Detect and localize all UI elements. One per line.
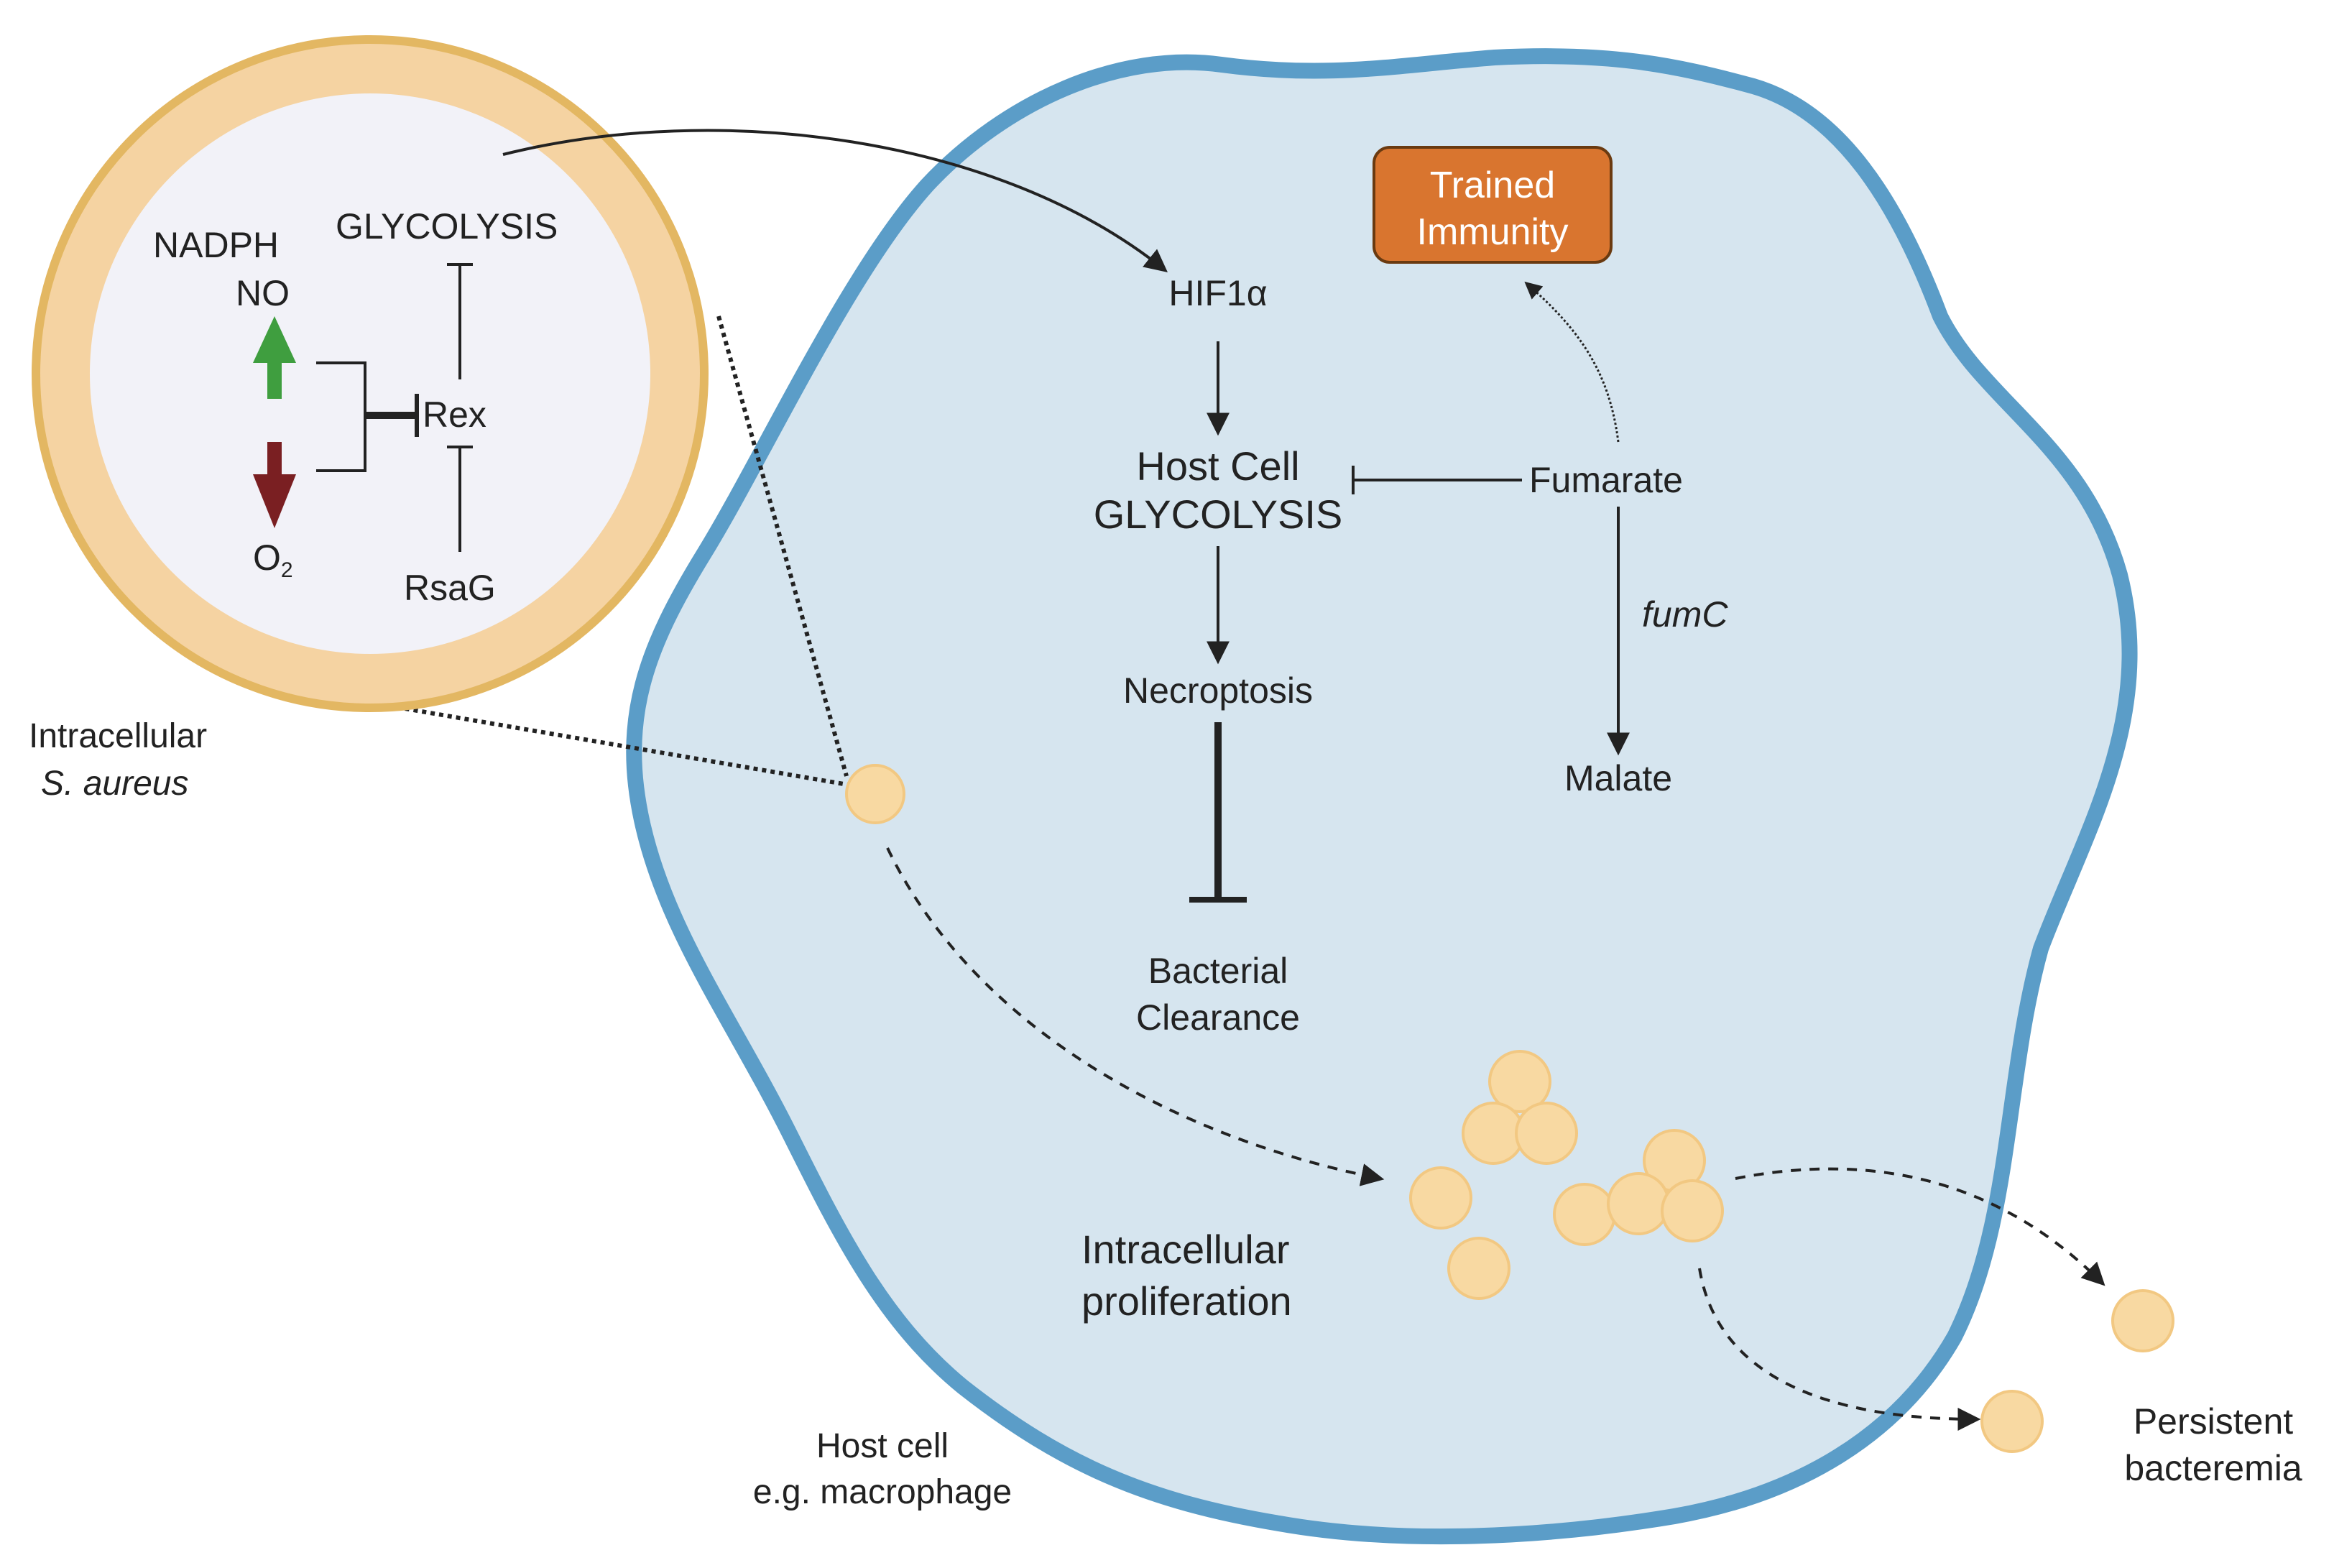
bacterium bbox=[1462, 1102, 1525, 1165]
zoom-connector-line bbox=[387, 704, 849, 787]
glycolysis-label: GLYCOLYSIS bbox=[336, 206, 558, 246]
fumc-label: fumC bbox=[1642, 594, 1728, 635]
bacterium-single bbox=[845, 764, 905, 824]
arrow-to-persistent-2 bbox=[1698, 1268, 1981, 1431]
zoom-connector-line bbox=[716, 315, 849, 777]
rex-label: Rex bbox=[423, 395, 486, 435]
arrow-to-persistent-1 bbox=[1735, 1167, 2105, 1286]
bacterium bbox=[1515, 1102, 1578, 1165]
clearance-line2: Clearance bbox=[1136, 997, 1300, 1038]
down-arrow-icon bbox=[253, 442, 296, 528]
host-cell-label-line1: Host cell bbox=[816, 1427, 949, 1465]
s-aureus-label: S. aureus bbox=[41, 765, 188, 803]
bacterium bbox=[1607, 1172, 1670, 1235]
necroptosis-label: Necroptosis bbox=[1123, 670, 1313, 711]
rsag-label: RsaG bbox=[404, 568, 496, 608]
bacterium bbox=[1409, 1166, 1472, 1230]
nadph-label: NADPH bbox=[153, 225, 279, 265]
proliferation-line1: Intracellular bbox=[1081, 1227, 1289, 1272]
arrow-to-proliferation bbox=[886, 847, 1385, 1186]
bacteria-cluster bbox=[1409, 1050, 1724, 1300]
clearance-line1: Bacterial bbox=[1148, 951, 1288, 991]
host-cell-label-line2: e.g. macrophage bbox=[753, 1473, 1012, 1511]
zoom-bubble-inner bbox=[90, 93, 650, 654]
bacterium bbox=[1661, 1179, 1724, 1242]
intracellular-label: Intracellular bbox=[29, 717, 207, 755]
bacterium bbox=[1488, 1050, 1551, 1113]
malate-label: Malate bbox=[1564, 758, 1672, 798]
no-label: NO bbox=[236, 273, 290, 313]
host-cell-glycolysis-line2: GLYCOLYSIS bbox=[1094, 492, 1343, 537]
trained-immunity-line2: Immunity bbox=[1417, 211, 1569, 253]
bacterium bbox=[1447, 1237, 1510, 1300]
host-cell-glycolysis-line1: Host Cell bbox=[1136, 443, 1299, 489]
trained-immunity-box bbox=[1373, 146, 1613, 264]
persistent-line1: Persistent bbox=[2134, 1401, 2293, 1442]
arrow-bubble-to-hif1a bbox=[502, 129, 1168, 273]
persistent-line2: bacteremia bbox=[2124, 1448, 2302, 1488]
up-arrow-icon bbox=[253, 316, 296, 399]
bacterium-escaped bbox=[1980, 1390, 2044, 1453]
bacterium-escaped bbox=[2111, 1289, 2174, 1352]
bacterium bbox=[1553, 1183, 1616, 1246]
trained-immunity-line1: Trained bbox=[1430, 165, 1555, 206]
hif1a-label: HIF1α bbox=[1168, 273, 1267, 313]
o2-label: O2 bbox=[253, 538, 293, 582]
fumarate-label: Fumarate bbox=[1529, 460, 1683, 500]
proliferation-line2: proliferation bbox=[1081, 1278, 1292, 1324]
host-cell-body bbox=[626, 48, 2138, 1545]
arrow-fumarate-to-trained-immunity bbox=[1524, 281, 1620, 443]
